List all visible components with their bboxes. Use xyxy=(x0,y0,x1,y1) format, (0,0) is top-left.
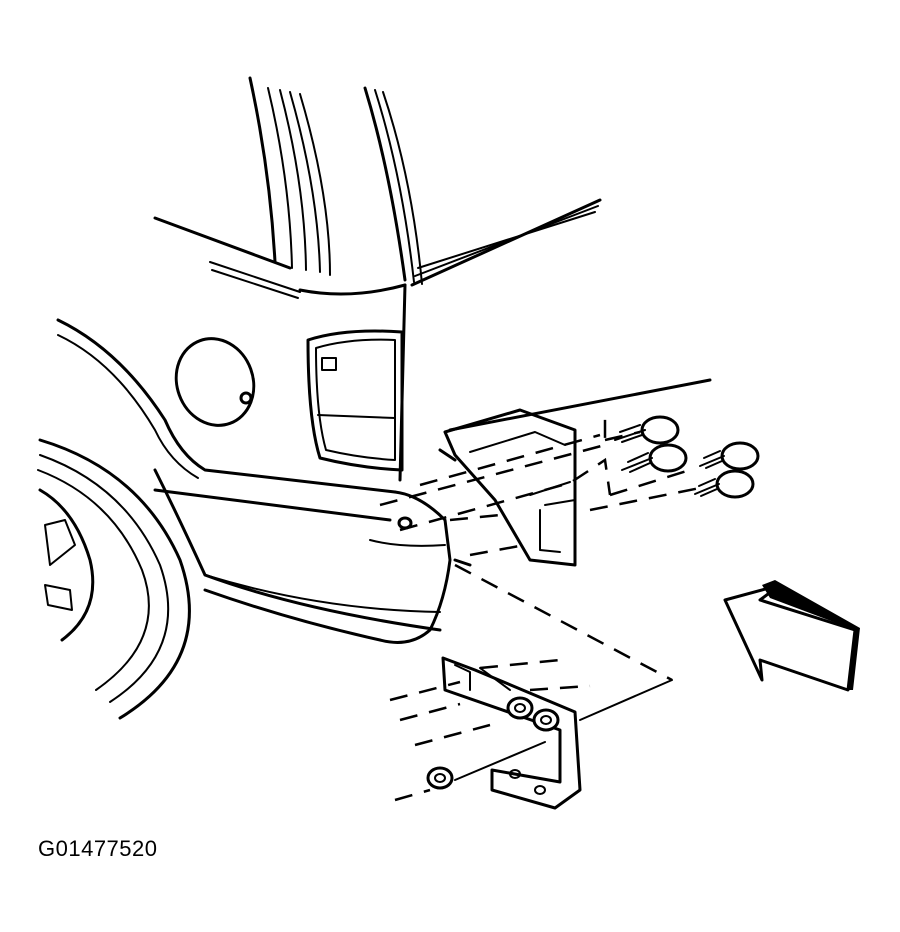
nut-icon xyxy=(532,708,560,732)
lower-bumper-bracket xyxy=(441,656,582,810)
bolt-icon xyxy=(614,415,680,445)
upper-alignment-lines xyxy=(379,378,712,567)
figure-caption: G01477520 xyxy=(38,836,158,861)
rear-tire xyxy=(37,438,191,720)
bolt-icon xyxy=(699,441,760,471)
bolt-icon xyxy=(621,443,688,473)
nut-icon xyxy=(426,766,454,790)
upper-bolts xyxy=(614,415,760,499)
tail-lamp xyxy=(306,329,404,472)
bolt-icon xyxy=(694,469,755,499)
nut-icon xyxy=(506,696,534,720)
lower-alignment-lines xyxy=(389,658,591,802)
vehicle-rear-pillar xyxy=(153,76,602,482)
rear-quarter-panel xyxy=(56,318,397,522)
view-direction-arrow-icon xyxy=(723,580,860,692)
detail-callout-lines xyxy=(454,563,673,721)
fuel-door xyxy=(174,337,256,427)
lower-nuts xyxy=(426,696,560,790)
